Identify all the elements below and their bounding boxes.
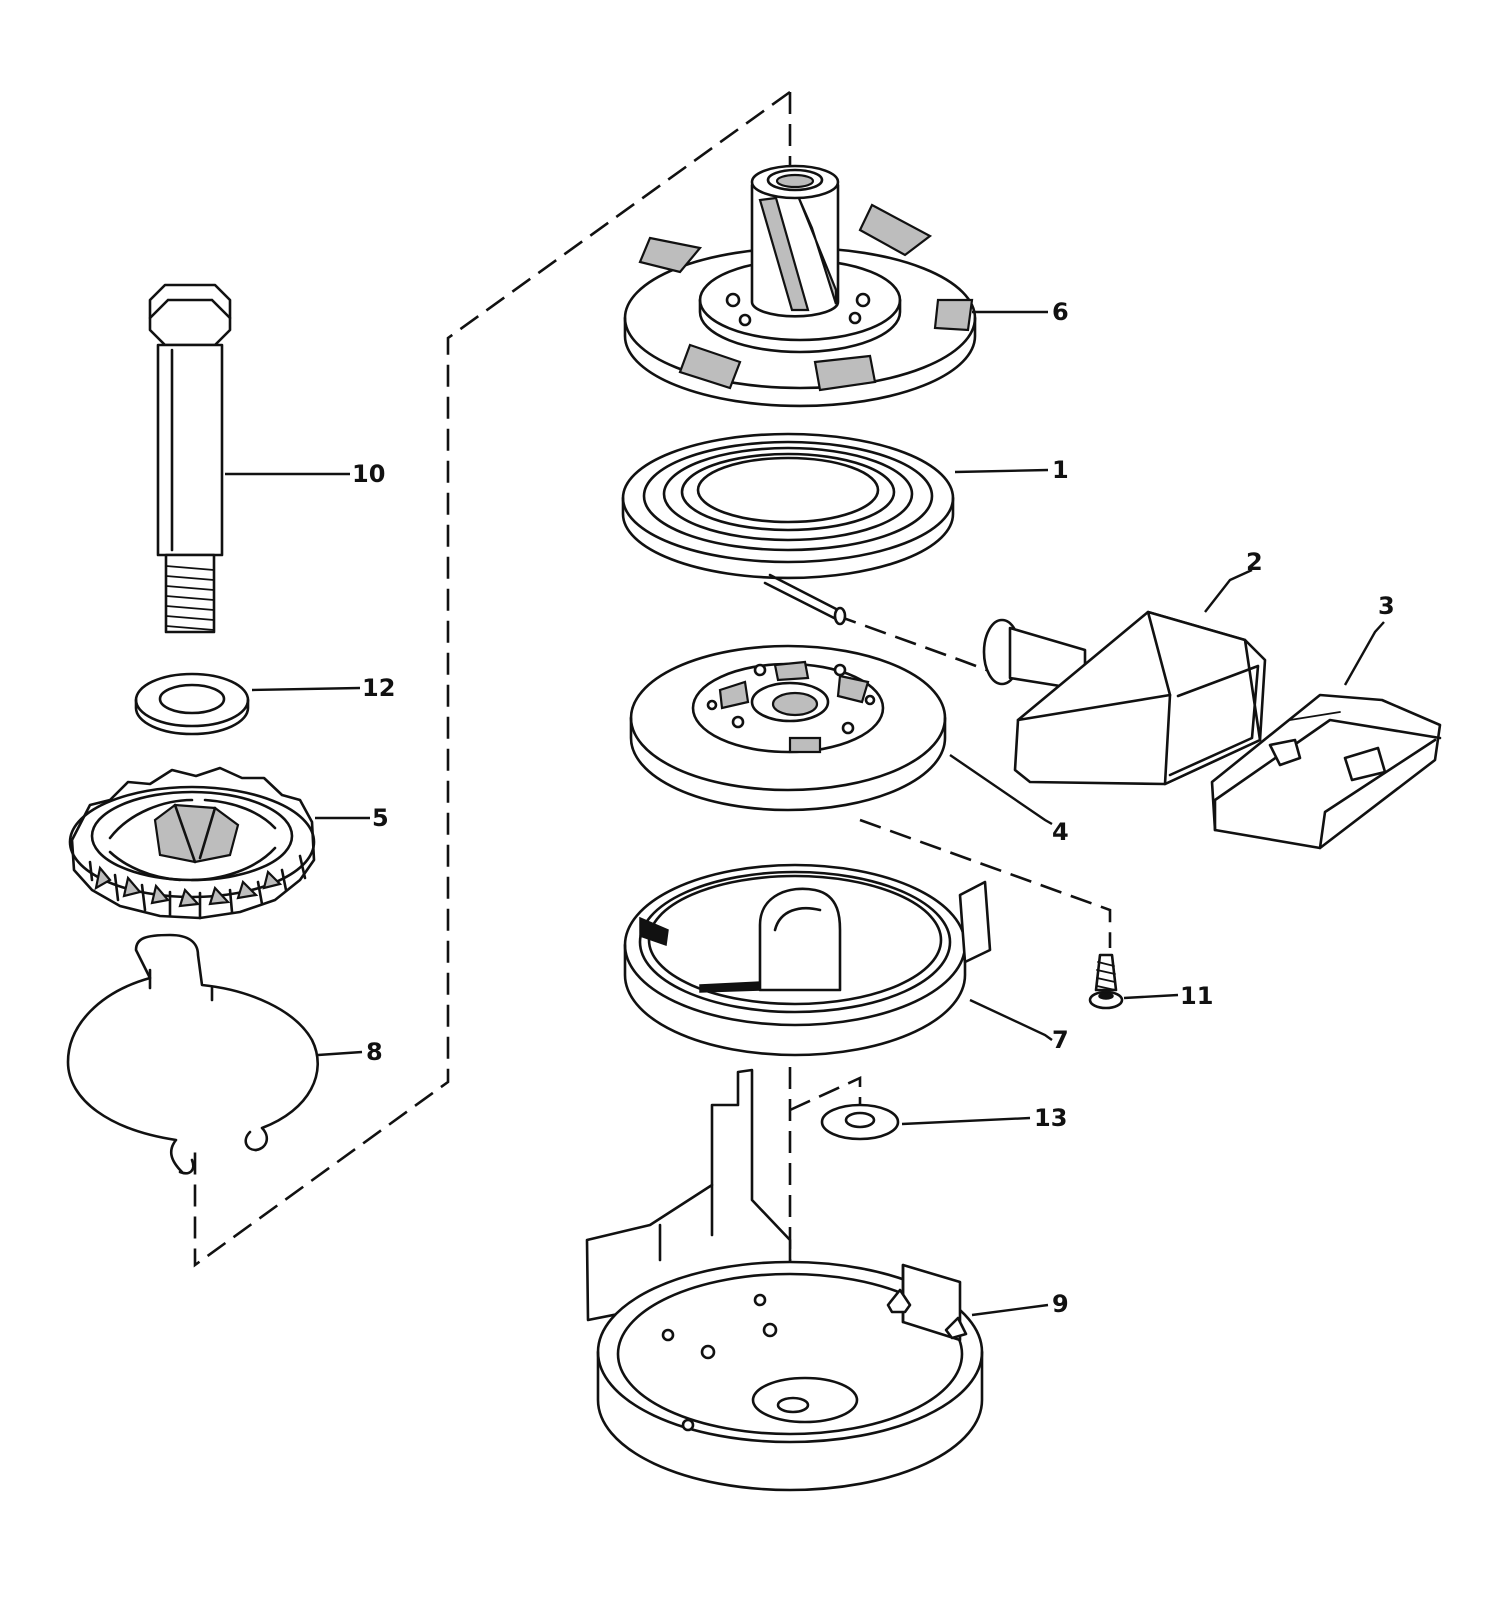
callout-13: 13: [1034, 1104, 1067, 1132]
leader-lines: [225, 310, 1385, 1317]
part-3-handle-insert: [1210, 693, 1442, 850]
callout-9: 9: [1052, 1290, 1069, 1318]
callout-6: 6: [1052, 298, 1069, 326]
part-8-retainer-clip: [66, 933, 319, 1175]
callout-11: 11: [1180, 982, 1213, 1010]
callout-5: 5: [372, 804, 389, 832]
callout-12: 12: [362, 674, 395, 702]
part-4-pulley: [629, 644, 947, 812]
callout-8: 8: [366, 1038, 383, 1066]
part-5-ratchet-gear: [68, 766, 316, 920]
part-13-washer: [820, 1103, 900, 1141]
part-12-washer: [134, 672, 250, 736]
part-11-screw: [1088, 953, 1124, 1010]
part-10-shoulder-bolt: [148, 283, 232, 634]
callout-4: 4: [1052, 818, 1069, 846]
part-9-starter-housing: [585, 1068, 984, 1492]
callout-1: 1: [1052, 456, 1069, 484]
callout-2: 2: [1246, 548, 1263, 576]
part-1-starter-rope-coil: [621, 432, 955, 626]
bolt-threads: [165, 565, 215, 631]
callout-3: 3: [1378, 592, 1395, 620]
callout-7: 7: [1052, 1026, 1069, 1054]
part-6-pulley-hub: [623, 164, 977, 408]
part-7-recoil-spring: [623, 863, 992, 1057]
part-2-rope-handle: [982, 610, 1267, 786]
callout-10: 10: [352, 460, 385, 488]
callout-labels: 6 1 2 3 4 5 10 12 7 8 11 13 9: [352, 298, 1395, 1318]
